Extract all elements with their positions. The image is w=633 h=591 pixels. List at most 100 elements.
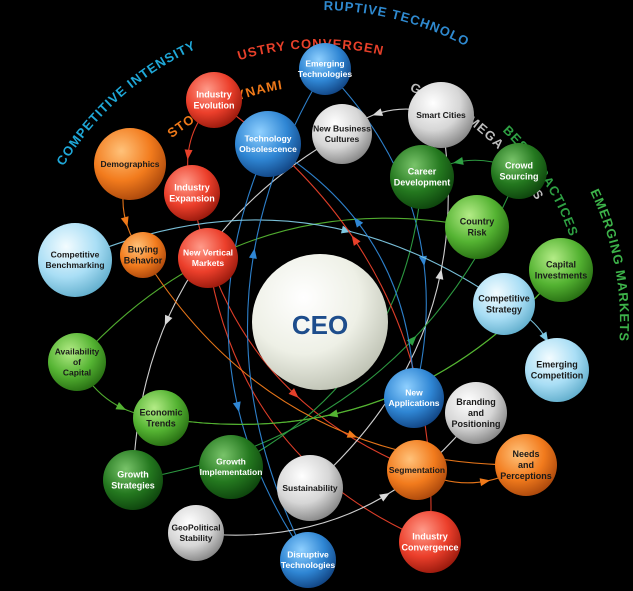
- node-circle: [199, 435, 263, 499]
- connection-buying-behavior-to-needs-and-perceptions: [142, 254, 527, 466]
- connection-arrowhead: [115, 402, 127, 410]
- connection-arrowhead: [248, 248, 257, 259]
- connection-arrowhead: [164, 314, 173, 326]
- node-circle: [277, 455, 343, 521]
- center-label: CEO: [292, 310, 348, 340]
- node-circle: [529, 238, 593, 302]
- connection-arrowhead: [120, 216, 129, 227]
- node-label: Smart Cities: [416, 110, 466, 120]
- connection-geopolitical-stability-to-branding-and-positioning: [195, 412, 477, 536]
- node-label: Segmentation: [389, 465, 445, 475]
- node-circle: [178, 228, 238, 288]
- connection-arrowhead: [351, 235, 361, 246]
- connection-technology-obsolescence-to-disruptive-technologies: [227, 143, 309, 561]
- node-circle: [133, 390, 189, 446]
- connection-arrowhead: [288, 388, 299, 398]
- connection-arrowhead: [372, 108, 384, 116]
- connection-new-vertical-markets-to-industry-convergence-node: [207, 257, 431, 543]
- node-circle: [387, 440, 447, 500]
- connection-arrowhead: [379, 492, 390, 502]
- node-circle: [408, 82, 474, 148]
- node-circle: [235, 111, 301, 177]
- node-circle: [38, 223, 112, 297]
- node-circle: [168, 505, 224, 561]
- node-circle: [491, 143, 547, 199]
- connection-arrowhead: [406, 335, 417, 346]
- connection-arrowhead: [346, 430, 358, 438]
- node-segmentation[interactable]: Segmentation: [387, 440, 447, 500]
- node-circle: [164, 165, 220, 221]
- node-circle: [525, 338, 589, 402]
- node-circle: [299, 43, 351, 95]
- node-smart-cities[interactable]: Smart Cities: [408, 82, 474, 148]
- connection-new-applications-to-technology-obsolescence: [267, 143, 415, 399]
- node-circle: [445, 195, 509, 259]
- connection-arrowhead: [435, 269, 444, 280]
- node-circle: [384, 368, 444, 428]
- connection-arrowhead: [479, 478, 491, 487]
- center-node[interactable]: CEO: [252, 254, 388, 390]
- node-circle: [312, 104, 372, 164]
- node-sustainability[interactable]: Sustainability: [277, 455, 343, 521]
- node-circle: [399, 511, 461, 573]
- node-circle: [495, 434, 557, 496]
- node-circle: [280, 532, 336, 588]
- connection-arrowhead: [353, 217, 364, 228]
- connection-emerging-technologies-to-new-applications: [324, 68, 427, 399]
- node-demographics[interactable]: Demographics: [94, 128, 166, 200]
- node-circle: [445, 382, 507, 444]
- node-label: Sustainability: [282, 483, 338, 493]
- connection-arrowhead: [453, 157, 464, 165]
- connection-arrowhead: [232, 401, 241, 413]
- connection-arrowhead: [539, 331, 549, 343]
- node-circle: [48, 333, 106, 391]
- node-circle: [103, 450, 163, 510]
- node-label: Demographics: [100, 159, 159, 169]
- node-circle: [473, 273, 535, 335]
- connection-country-risk-to-availability-of-capital: [76, 217, 478, 363]
